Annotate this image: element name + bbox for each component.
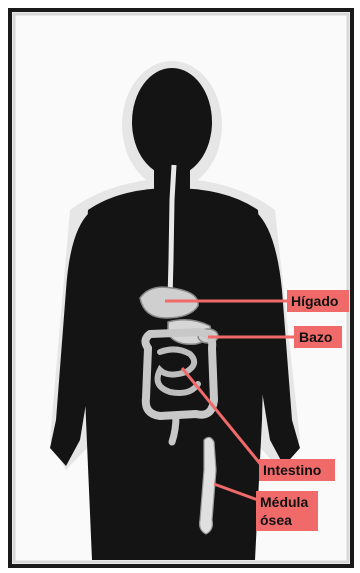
colon-tail bbox=[172, 416, 176, 442]
head bbox=[132, 68, 212, 176]
label-spleen: Bazo bbox=[294, 326, 342, 348]
svg-text:Médula: Médula bbox=[260, 494, 308, 510]
label-intestine: Intestino bbox=[259, 459, 335, 481]
label-bone-marrow: Médula ósea bbox=[256, 491, 318, 531]
svg-text:Intestino: Intestino bbox=[263, 462, 321, 478]
label-liver: Hígado bbox=[287, 290, 349, 312]
svg-text:Hígado: Hígado bbox=[291, 293, 338, 309]
svg-text:ósea: ósea bbox=[260, 512, 292, 528]
svg-text:Bazo: Bazo bbox=[299, 329, 332, 345]
